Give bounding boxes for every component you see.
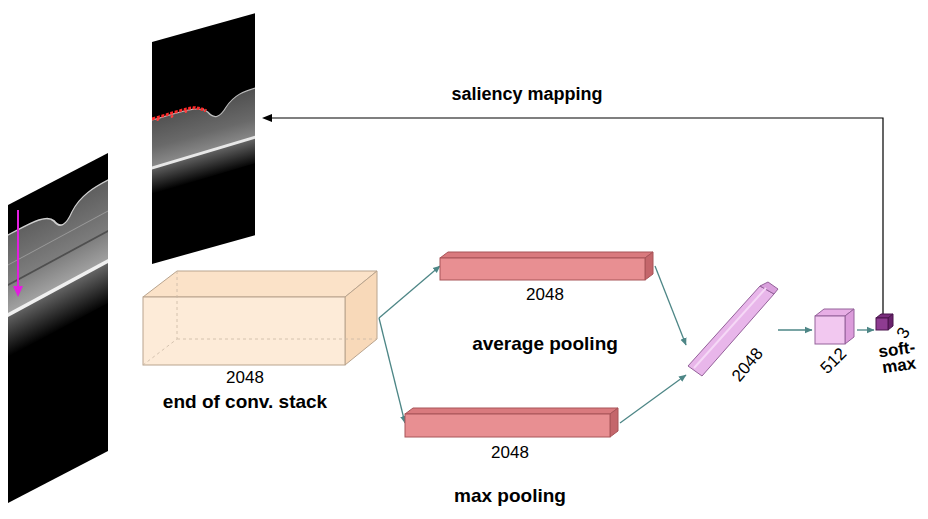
channel-count: 2048 (491, 444, 529, 463)
flow-arrow (778, 329, 812, 330)
block-label: end of conv. stack (163, 392, 327, 413)
concat-bar: 2048 (686, 280, 778, 386)
flow-arrow (379, 318, 405, 423)
channel-count: 2048 (226, 369, 264, 388)
conv-stack-block: 2048 end of conv. stack (143, 271, 379, 421)
pooling-bar: 2048 max pooling (405, 406, 620, 512)
block-label: average pooling (472, 334, 618, 355)
flow-arrow (620, 375, 686, 423)
flow-arrow (857, 329, 874, 330)
marker-arrow (13, 210, 23, 297)
arrow-label: saliency mapping (451, 84, 602, 105)
input-oct-scan (8, 153, 108, 503)
dense-layer: 512 (812, 306, 857, 376)
channel-count: 2048 (729, 345, 768, 386)
channel-count: 2048 (526, 286, 564, 305)
block-label: max pooling (454, 486, 566, 507)
flow-arrow (379, 266, 440, 318)
layer-label: soft-max (878, 340, 919, 377)
softmax-layer: 3soft-max (874, 306, 926, 390)
flow-arrow (655, 266, 686, 345)
unit-count: 512 (817, 345, 850, 378)
saliency-oct-scan (152, 13, 255, 264)
pooling-bar: 2048 average pooling (440, 250, 655, 362)
